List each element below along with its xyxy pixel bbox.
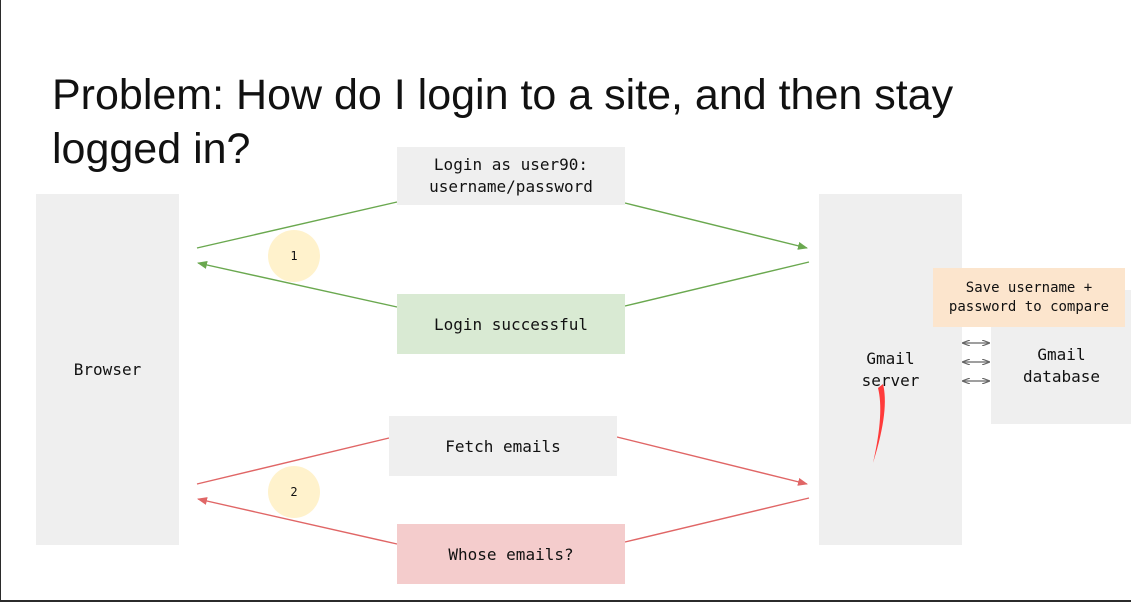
whose-emails-message: Whose emails? [397, 524, 625, 584]
annotation-stroke [873, 384, 885, 463]
browser-label: Browser [73, 360, 142, 379]
browser-column: Browser [36, 194, 179, 545]
login-request-arrow [196, 201, 807, 248]
server-column: Gmail server [819, 194, 962, 545]
step-2-number: 2 [290, 485, 298, 499]
save-credentials-note: Save username + password to compare [933, 268, 1125, 327]
save-credentials-label: Save username + password to compare [948, 279, 1110, 315]
slide-title: Problem: How do I login to a site, and t… [52, 68, 1052, 176]
title-line-2: logged in? [52, 125, 251, 173]
fetch-emails-arrow [196, 436, 807, 484]
login-success-arrow [198, 262, 810, 308]
step-2-badge: 2 [268, 466, 320, 518]
database-label: Gmail database [1022, 345, 1101, 386]
login-success-message: Login successful [397, 294, 625, 354]
step-1-number: 1 [290, 249, 298, 263]
fetch-emails-label: Fetch emails [445, 436, 561, 456]
login-request-message: Login as user90: username/password [397, 147, 625, 205]
server-label: Gmail server [861, 348, 920, 390]
whose-emails-label: Whose emails? [448, 544, 574, 564]
fetch-emails-message: Fetch emails [389, 416, 617, 476]
login-request-label: Login as user90: username/password [429, 155, 593, 196]
step-1-badge: 1 [268, 230, 320, 282]
whose-emails-arrow [198, 498, 810, 545]
login-success-label: Login successful [433, 314, 589, 334]
title-line-1: Problem: How do I login to a site, and t… [52, 71, 954, 119]
